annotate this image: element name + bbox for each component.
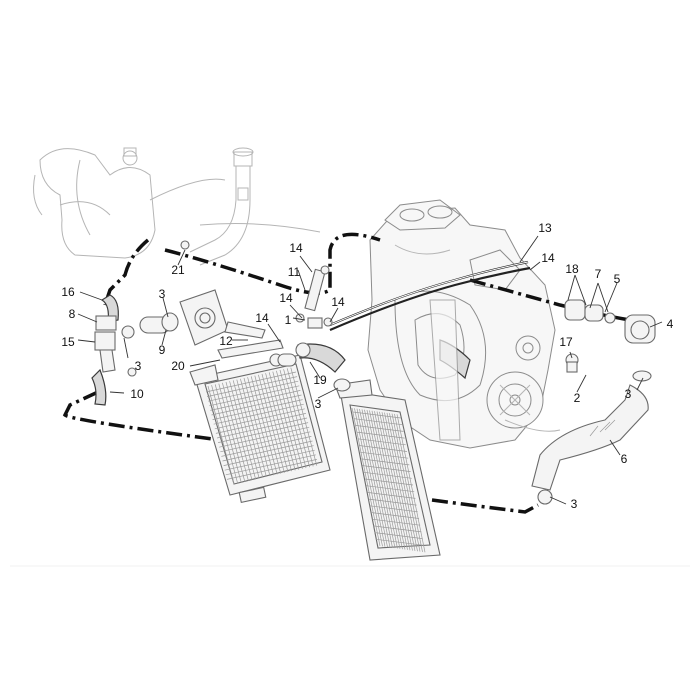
callout-11: 11 — [288, 265, 301, 279]
callout-4: 4 — [667, 317, 674, 331]
callout-3-bottom: 3 — [571, 497, 578, 511]
callout-3-center: 3 — [315, 397, 322, 411]
callout-15: 15 — [61, 335, 75, 349]
callout-8: 8 — [69, 307, 76, 321]
left-radiator — [189, 354, 331, 504]
left-hose-assembly — [91, 289, 266, 406]
callout-18: 18 — [565, 262, 579, 276]
center-fittings — [180, 240, 351, 392]
callout-16: 16 — [61, 285, 75, 299]
callout-17: 17 — [559, 335, 573, 349]
engine-block — [367, 199, 561, 449]
callout-6: 6 — [621, 452, 628, 466]
callout-14-right: 14 — [541, 251, 555, 265]
callout-20: 20 — [171, 359, 185, 373]
callout-14-lower: 14 — [255, 311, 269, 325]
callout-14-middle: 14 — [279, 291, 293, 305]
callout-7: 7 — [595, 267, 602, 281]
callout-21: 21 — [171, 263, 185, 277]
callout-9: 9 — [159, 343, 166, 357]
bypass-hose-13 — [329, 260, 531, 332]
callout-13: 13 — [538, 221, 552, 235]
callout-12: 12 — [219, 334, 233, 348]
right-radiator — [334, 379, 441, 561]
callout-14-top: 14 — [289, 241, 303, 255]
expansion-tank-outline — [33, 147, 226, 259]
callout-5: 5 — [614, 272, 621, 286]
callout-3-upper-left: 3 — [159, 287, 166, 301]
callout-3-lower-left: 3 — [135, 359, 142, 373]
right-fittings — [531, 299, 656, 505]
callout-labels: 1 2 3 3 3 3 3 4 5 6 7 8 9 10 11 12 13 14… — [61, 221, 673, 511]
callout-2: 2 — [574, 391, 581, 405]
callout-14-center: 14 — [331, 295, 345, 309]
filler-neck-outline — [189, 147, 321, 266]
leader-lines — [77, 235, 663, 505]
callout-19: 19 — [313, 373, 327, 387]
callout-10: 10 — [130, 387, 144, 401]
callout-3-right: 3 — [625, 387, 632, 401]
right-radiator-fins — [351, 407, 426, 553]
callout-1: 1 — [285, 313, 292, 327]
left-radiator-fins — [205, 367, 318, 485]
